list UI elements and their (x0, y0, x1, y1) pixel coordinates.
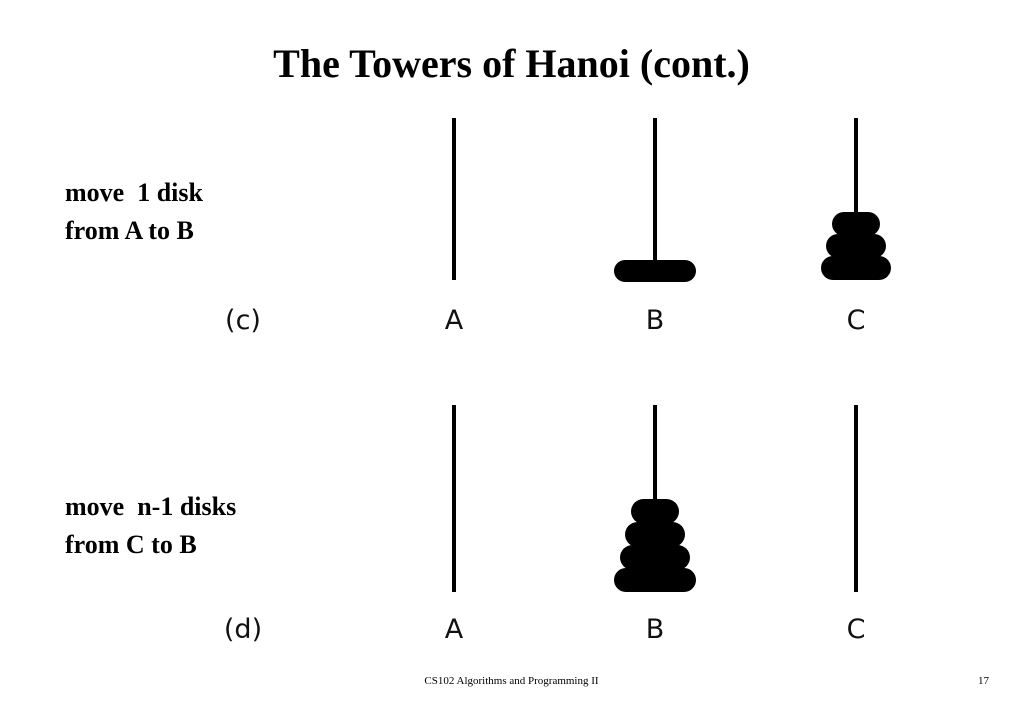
step-c-caption: move 1 disk from A to B (65, 174, 203, 250)
footer-page-number: 17 (978, 675, 989, 687)
footer-course: CS102 Algorithms and Programming II (424, 675, 599, 687)
step-d-caption-line-1: move n-1 disks (65, 492, 237, 521)
panel-d-label: (d) (224, 614, 262, 645)
slide-title: The Towers of Hanoi (cont.) (273, 41, 750, 86)
step-c-caption-line-2: from A to B (65, 216, 194, 245)
panel-d: (d) A B C (224, 405, 866, 645)
step-d-caption-line-2: from C to B (65, 530, 197, 559)
disk-d-b-4 (631, 499, 679, 524)
peg-c-b-label: B (646, 305, 665, 336)
step-d-caption: move n-1 disks from C to B (65, 488, 236, 564)
panel-c: (c) A B C (225, 118, 891, 336)
disk-c-b-1 (614, 260, 696, 282)
peg-d-c-label: C (847, 614, 866, 645)
peg-d-a-label: A (445, 614, 464, 645)
peg-c-a-label: A (445, 305, 464, 336)
peg-d-b-label: B (646, 614, 665, 645)
disk-c-c-1 (821, 256, 891, 280)
disk-d-b-1 (614, 568, 696, 592)
disk-d-b-3 (625, 522, 685, 547)
disk-c-c-3 (832, 212, 880, 236)
step-c-caption-line-1: move 1 disk (65, 178, 203, 207)
disk-c-c-2 (826, 234, 886, 258)
disk-d-b-2 (620, 545, 690, 570)
panel-c-label: (c) (225, 305, 261, 336)
peg-c-c-label: C (847, 305, 866, 336)
